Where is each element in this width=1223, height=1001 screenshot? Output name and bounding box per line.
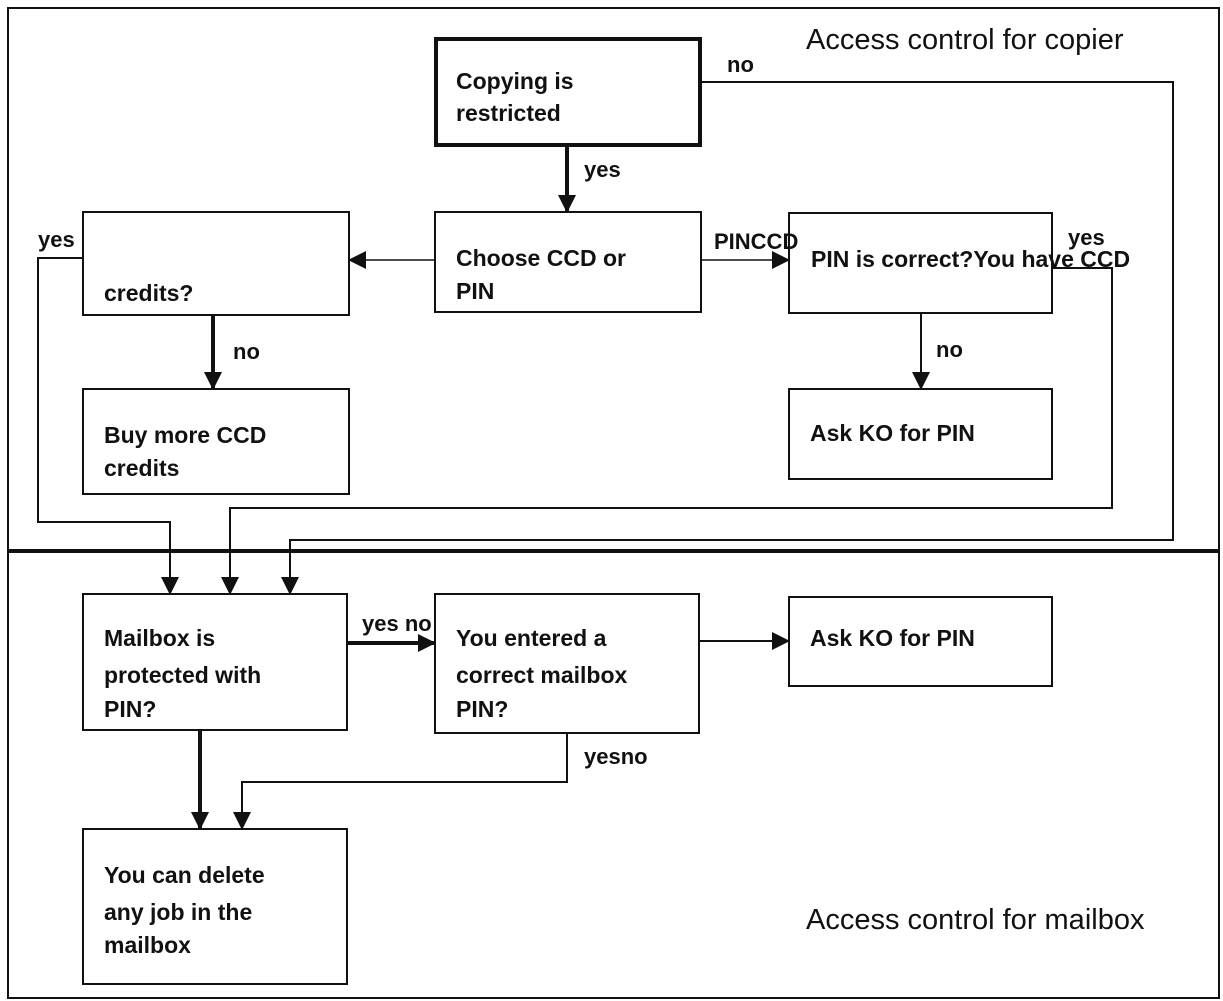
node-ask-ko-copier-line1: Ask KO for PIN [810, 420, 975, 446]
label-credits-no: no [233, 339, 260, 364]
copier-section-title: Access control for copier [806, 24, 1124, 56]
label-entered-yesno: yesno [584, 744, 648, 769]
node-copying-restricted-line1: Copying is [456, 68, 574, 94]
node-ask-ko-mailbox-line1: Ask KO for PIN [810, 625, 975, 651]
node-choose-line1: Choose CCD or [456, 245, 626, 271]
node-delete-line2: any job in the [104, 899, 253, 925]
label-pin-no: no [936, 337, 963, 362]
node-ccd-credits-line1: credits? [104, 280, 194, 306]
node-copying-restricted-line2: restricted [456, 100, 561, 126]
label-pin-yes: yes [1068, 225, 1105, 250]
node-mailbox-line1: Mailbox is [104, 625, 216, 651]
label-choose-pinccd: PINCCD [714, 229, 799, 254]
node-buy-more-line1: Buy more CCD [104, 422, 267, 448]
node-pin-correct [788, 212, 1053, 314]
node-mailbox-line3: PIN? [104, 696, 157, 722]
edge-pin-yes [221, 267, 1113, 595]
node-buy-more-line2: credits [104, 455, 180, 481]
label-restricted-no: no [727, 52, 754, 77]
node-pin-correct-line1: PIN is correct?You have CCD [811, 246, 1131, 272]
node-ccd-credits [82, 211, 350, 316]
outer-frame [7, 7, 1220, 999]
node-choose-line2: PIN [456, 278, 495, 304]
node-delete-line3: mailbox [104, 932, 191, 958]
node-copying-restricted [434, 37, 702, 147]
label-mailbox-yes-no: yes no [362, 611, 432, 636]
node-entered-line2: correct mailbox [456, 662, 628, 688]
edge-entered-delete [233, 734, 568, 830]
edge-credits-yes [37, 257, 179, 595]
node-entered-line3: PIN? [456, 696, 509, 722]
node-ask-ko-for-pin-mailbox [788, 596, 1053, 687]
node-mailbox-protected [82, 593, 348, 731]
node-buy-more-ccd-credits [82, 388, 350, 495]
node-choose-ccd-or-pin [434, 211, 702, 313]
node-delete-line1: You can delete [104, 862, 265, 888]
node-can-delete-job [82, 828, 348, 985]
edge-restricted-no [281, 81, 1174, 595]
node-mailbox-line2: protected with [104, 662, 262, 688]
label-credits-yes: yes [38, 227, 75, 252]
node-entered-mailbox-pin [434, 593, 700, 734]
mailbox-section-title: Access control for mailbox [806, 904, 1145, 936]
node-ask-ko-for-pin-copier [788, 388, 1053, 480]
label-restricted-yes: yes [584, 157, 621, 182]
node-entered-line1: You entered a [456, 625, 607, 651]
